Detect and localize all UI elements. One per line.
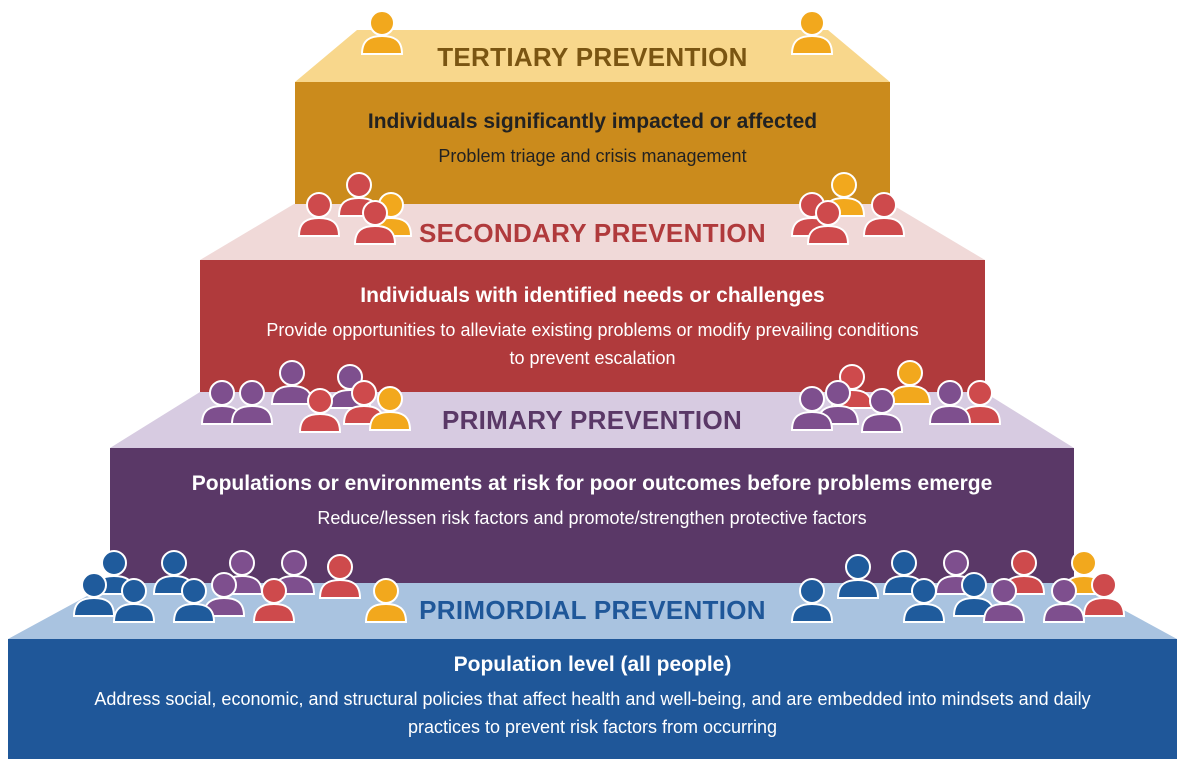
- person-icon: [112, 578, 156, 623]
- tertiary-title: Individuals significantly impacted or af…: [367, 110, 818, 133]
- person-icon: [252, 578, 296, 623]
- person-icon: [298, 388, 342, 433]
- person-icon: [230, 380, 274, 425]
- person-icon: [882, 550, 926, 595]
- person-icon: [1042, 578, 1086, 623]
- primordial-top-band: [8, 583, 1177, 639]
- person-icon: [790, 386, 834, 431]
- person-icon: [270, 360, 314, 405]
- people-icons: [297, 172, 413, 245]
- tertiary-top-band: [295, 30, 890, 82]
- primordial-prevention-label: PRIMORDIAL PREVENTION: [419, 595, 766, 625]
- people-group-tertiary-right: [790, 10, 836, 58]
- tier-tertiary: TERTIARY PREVENTION Individuals signific…: [295, 30, 890, 204]
- person-icon: [297, 192, 341, 237]
- people-icons: [790, 550, 1126, 623]
- person-icon: [318, 554, 362, 599]
- person-icon: [790, 578, 834, 623]
- people-icons: [790, 10, 834, 55]
- person-icon: [172, 578, 216, 623]
- people-group-tertiary-left: [360, 10, 406, 58]
- person-icon: [368, 386, 412, 431]
- primordial-box: Population level (all people) Address so…: [8, 639, 1177, 759]
- tertiary-prevention-label: TERTIARY PREVENTION: [437, 42, 748, 72]
- secondary-description: Provide opportunities to alleviate exist…: [266, 320, 919, 368]
- primordial-title: Population level (all people): [453, 653, 732, 676]
- secondary-title: Individuals with identified needs or cha…: [360, 284, 825, 307]
- person-icon: [200, 380, 244, 425]
- person-icon: [342, 380, 386, 425]
- secondary-prevention-label: SECONDARY PREVENTION: [419, 218, 766, 248]
- person-icon: [360, 10, 404, 55]
- person-icon: [982, 578, 1026, 623]
- person-icon: [790, 10, 834, 55]
- people-group-primary-left: [200, 360, 414, 436]
- people-icons: [200, 360, 412, 433]
- person-icon: [353, 200, 397, 245]
- people-group-primary-right: [790, 360, 1004, 436]
- tertiary-description: Problem triage and crisis management: [438, 146, 747, 166]
- primary-title: Populations or environments at risk for …: [191, 472, 993, 495]
- people-icons: [72, 550, 408, 623]
- primordial-description: Address social, economic, and structural…: [94, 689, 1091, 737]
- person-icon: [860, 388, 904, 433]
- people-group-primordial-right: [790, 550, 1128, 626]
- tertiary-box: Individuals significantly impacted or af…: [295, 82, 890, 204]
- primary-prevention-label: PRIMARY PREVENTION: [441, 405, 743, 435]
- person-icon: [888, 360, 932, 405]
- tier-primordial: PRIMORDIAL PREVENTION Population level (…: [8, 583, 1177, 759]
- person-icon: [836, 554, 880, 599]
- person-icon: [862, 192, 906, 237]
- person-icon: [364, 578, 408, 623]
- people-icons: [790, 360, 1002, 433]
- primary-description: Reduce/lessen risk factors and promote/s…: [317, 508, 867, 528]
- person-icon: [72, 572, 116, 617]
- people-icons: [790, 172, 906, 245]
- person-icon: [1082, 572, 1126, 617]
- people-group-secondary-right: [790, 172, 908, 248]
- person-icon: [806, 200, 850, 245]
- people-group-primordial-left: [72, 550, 410, 626]
- person-icon: [902, 578, 946, 623]
- people-group-secondary-left: [297, 172, 415, 248]
- person-icon: [928, 380, 972, 425]
- person-icon: [816, 380, 860, 425]
- people-icons: [360, 10, 404, 55]
